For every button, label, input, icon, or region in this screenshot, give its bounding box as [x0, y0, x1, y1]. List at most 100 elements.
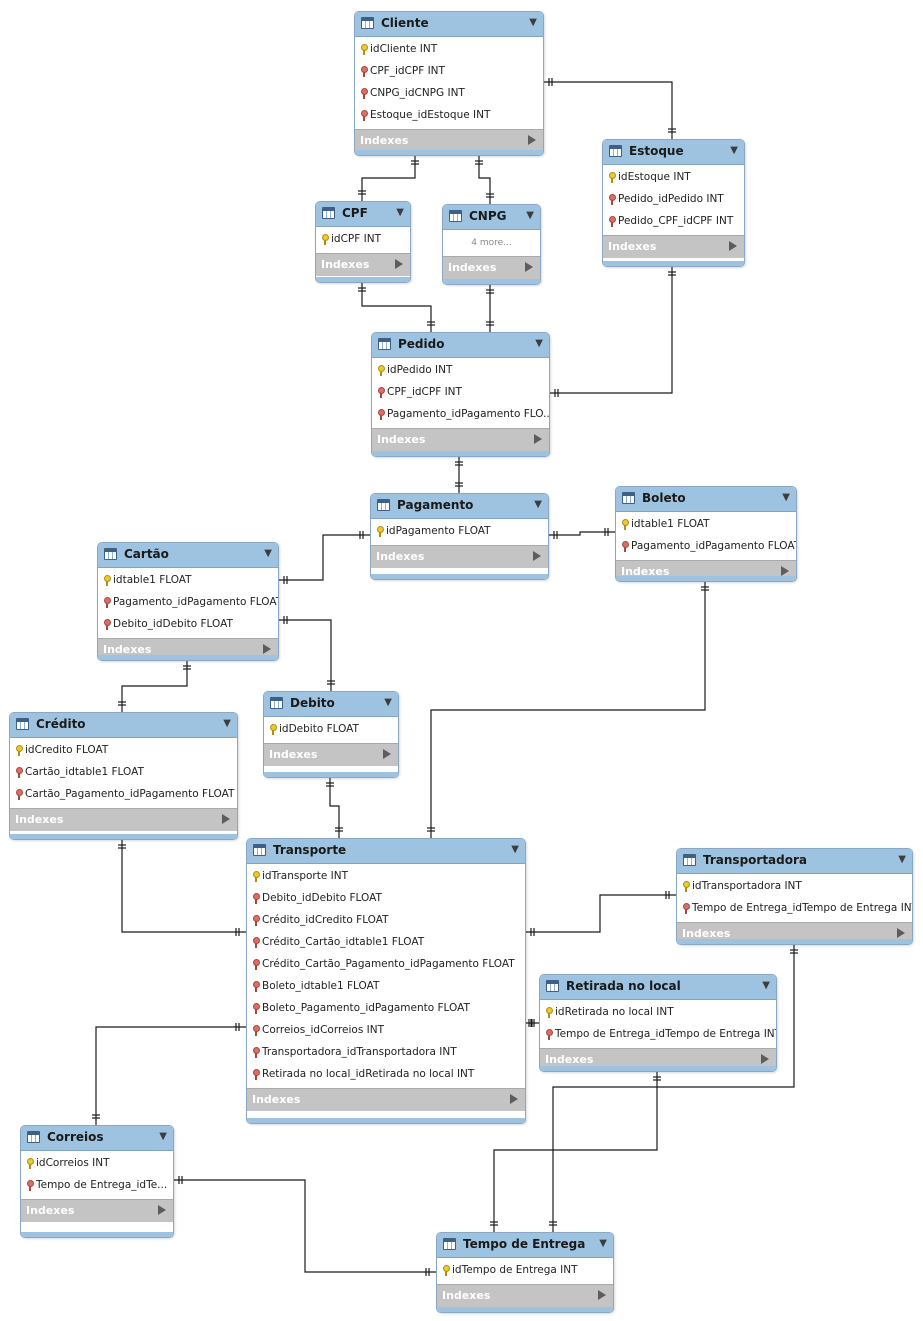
dropdown-arrow-icon[interactable]: ▼: [384, 697, 392, 708]
indexes-section[interactable]: Indexes: [603, 235, 744, 258]
indexes-section[interactable]: Indexes: [540, 1048, 776, 1071]
relationship-line[interactable]: [277, 534, 370, 581]
expand-arrow-icon[interactable]: [222, 814, 230, 824]
expand-arrow-icon[interactable]: [533, 551, 541, 561]
dropdown-arrow-icon[interactable]: ▼: [599, 1238, 607, 1249]
indexes-section[interactable]: Indexes: [10, 808, 237, 831]
more-columns-label[interactable]: 4 more...: [471, 238, 512, 248]
dropdown-arrow-icon[interactable]: ▼: [526, 210, 534, 221]
relationship-line[interactable]: [493, 1070, 658, 1232]
table-header[interactable]: Correios▼: [21, 1126, 173, 1151]
column-row[interactable]: idCPF INT: [316, 229, 410, 251]
column-row[interactable]: idPagamento FLOAT: [371, 521, 548, 543]
indexes-section[interactable]: Indexes: [98, 638, 278, 660]
table-header[interactable]: Cliente▼: [355, 12, 543, 37]
table-header[interactable]: Pedido▼: [372, 333, 549, 358]
column-row[interactable]: idPedido INT: [372, 360, 549, 382]
indexes-section[interactable]: Indexes: [21, 1199, 173, 1222]
column-row[interactable]: Debito_idDebito FLOAT: [98, 614, 278, 636]
indexes-section[interactable]: Indexes: [355, 129, 543, 152]
column-row[interactable]: Retirada no local_idRetirada no local IN…: [247, 1064, 525, 1086]
relationship-line[interactable]: [329, 776, 340, 838]
expand-arrow-icon[interactable]: [510, 1094, 518, 1104]
relationship-line[interactable]: [548, 265, 673, 394]
table-cnpg[interactable]: CNPG▼ 4 more... Indexes: [442, 204, 541, 285]
expand-arrow-icon[interactable]: [383, 749, 391, 759]
indexes-section[interactable]: Indexes: [443, 256, 540, 279]
column-row[interactable]: Pedido_CPF_idCPF INT: [603, 211, 744, 233]
table-retirada-no-local[interactable]: Retirada no local▼idRetirada no local IN…: [539, 974, 777, 1072]
relationship-line[interactable]: [121, 838, 246, 933]
relationship-line[interactable]: [121, 659, 188, 712]
indexes-section[interactable]: Indexes: [616, 560, 796, 581]
expand-arrow-icon[interactable]: [395, 259, 403, 269]
dropdown-arrow-icon[interactable]: ▼: [762, 980, 770, 991]
relationship-line[interactable]: [361, 154, 416, 201]
expand-arrow-icon[interactable]: [263, 644, 271, 654]
relationship-line[interactable]: [552, 943, 795, 1232]
table-header[interactable]: CNPG▼: [443, 205, 540, 230]
column-row[interactable]: Estoque_idEstoque INT: [355, 105, 543, 127]
expand-arrow-icon[interactable]: [781, 566, 789, 576]
table-header[interactable]: CPF▼: [316, 202, 410, 227]
indexes-section[interactable]: Indexes: [247, 1088, 525, 1111]
indexes-section[interactable]: Indexes: [371, 545, 548, 568]
expand-arrow-icon[interactable]: [598, 1290, 606, 1300]
relationship-line[interactable]: [547, 531, 615, 536]
table-header[interactable]: Boleto▼: [616, 487, 796, 512]
column-row[interactable]: Cartão_idtable1 FLOAT: [10, 762, 237, 784]
expand-arrow-icon[interactable]: [897, 928, 905, 938]
column-row[interactable]: CPF_idCPF INT: [372, 382, 549, 404]
dropdown-arrow-icon[interactable]: ▼: [159, 1131, 167, 1142]
table-header[interactable]: Transporte▼: [247, 839, 525, 864]
column-row[interactable]: Pedido_idPedido INT: [603, 189, 744, 211]
relationship-line[interactable]: [524, 894, 676, 933]
column-row[interactable]: Tempo de Entrega_idTe...: [21, 1175, 173, 1197]
column-row[interactable]: Tempo de Entrega_idTempo de Entrega INT: [540, 1024, 776, 1046]
column-row[interactable]: Boleto_Pagamento_idPagamento FLOAT: [247, 998, 525, 1020]
column-row[interactable]: Pagamento_idPagamento FLO...: [372, 404, 549, 426]
dropdown-arrow-icon[interactable]: ▼: [396, 207, 404, 218]
column-row[interactable]: Crédito_Cartão_idtable1 FLOAT: [247, 932, 525, 954]
table-header[interactable]: Estoque▼: [603, 140, 744, 165]
expand-arrow-icon[interactable]: [158, 1205, 166, 1215]
column-row[interactable]: idtable1 FLOAT: [98, 570, 278, 592]
column-row[interactable]: Crédito_idCredito FLOAT: [247, 910, 525, 932]
column-row[interactable]: idCliente INT: [355, 39, 543, 61]
table-header[interactable]: Debito▼: [264, 692, 398, 717]
column-row[interactable]: idCorreios INT: [21, 1153, 173, 1175]
dropdown-arrow-icon[interactable]: ▼: [223, 718, 231, 729]
table-header[interactable]: Retirada no local▼: [540, 975, 776, 1000]
column-row[interactable]: Correios_idCorreios INT: [247, 1020, 525, 1042]
relationship-line[interactable]: [478, 154, 491, 204]
relationship-line[interactable]: [95, 1026, 246, 1125]
column-row[interactable]: CNPG_idCNPG INT: [355, 83, 543, 105]
column-row[interactable]: idDebito FLOAT: [264, 719, 398, 741]
table-header[interactable]: Transportadora▼: [677, 849, 912, 874]
column-row[interactable]: idTempo de Entrega INT: [437, 1260, 613, 1282]
column-row[interactable]: Crédito_Cartão_Pagamento_idPagamento FLO…: [247, 954, 525, 976]
dropdown-arrow-icon[interactable]: ▼: [730, 145, 738, 156]
indexes-section[interactable]: Indexes: [264, 743, 398, 766]
column-row[interactable]: idTransportadora INT: [677, 876, 912, 898]
column-row[interactable]: CPF_idCPF INT: [355, 61, 543, 83]
expand-arrow-icon[interactable]: [525, 262, 533, 272]
column-row[interactable]: idRetirada no local INT: [540, 1002, 776, 1024]
column-row[interactable]: Cartão_Pagamento_idPagamento FLOAT: [10, 784, 237, 806]
dropdown-arrow-icon[interactable]: ▼: [898, 854, 906, 865]
expand-arrow-icon[interactable]: [534, 434, 542, 444]
relationship-line[interactable]: [542, 81, 673, 139]
indexes-section[interactable]: Indexes: [316, 253, 410, 276]
expand-arrow-icon[interactable]: [729, 241, 737, 251]
column-row[interactable]: Pagamento_idPagamento FLOAT: [616, 536, 796, 558]
table-header[interactable]: Cartão▼: [98, 543, 278, 568]
